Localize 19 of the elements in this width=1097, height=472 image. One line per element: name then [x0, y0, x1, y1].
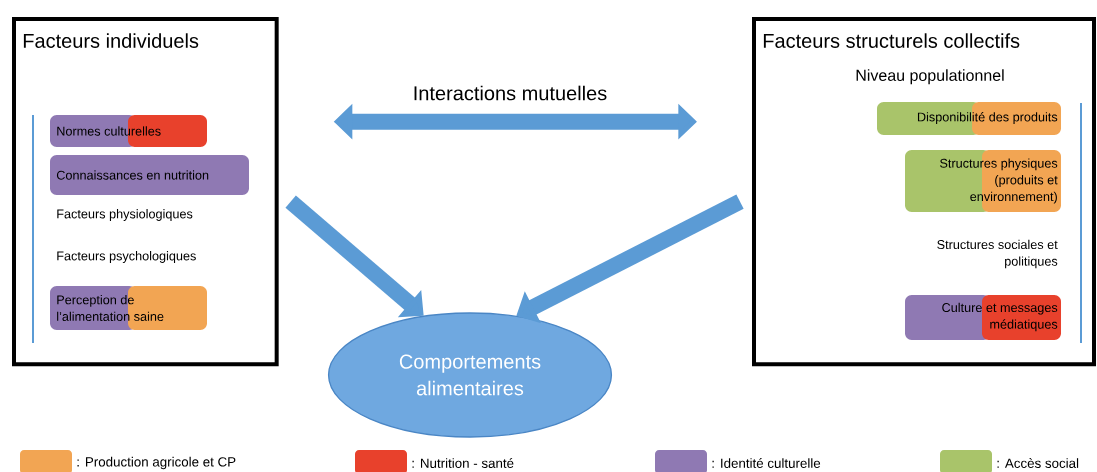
group-heading: Facteurs individuels	[23, 33, 199, 48]
factor-chip: Connaissances en nutrition	[50, 155, 249, 195]
node-label: (produits et	[995, 175, 1058, 187]
factor-label: Facteurs psychologiques	[57, 251, 196, 263]
factor-chip: Disponibilité des produits	[877, 102, 1061, 135]
legend-label: : Production agricole et CP	[77, 456, 236, 470]
group-frame	[752, 17, 1096, 367]
factor-chip: Culture et messages médiatiques	[905, 295, 1061, 340]
legend-label: : Identité culturelle	[712, 458, 821, 468]
node-label: médiatiques	[990, 319, 1058, 332]
legend-label: : Nutrition - santé	[412, 458, 514, 468]
factor-label: Facteurs physiologiques	[57, 209, 193, 221]
factor-chip: Structures physiques (produits et environnement)	[905, 150, 1061, 212]
factor-label: Structures sociales et politiques	[937, 239, 1058, 269]
legend-label: : Accès social	[997, 458, 1079, 468]
subheading: Niveau populationnel	[856, 69, 1004, 85]
edge-label: Interactions mutuelles	[411, 84, 609, 102]
group-heading: Facteurs structurels collectifs	[763, 33, 1020, 48]
group-frame	[12, 17, 279, 367]
